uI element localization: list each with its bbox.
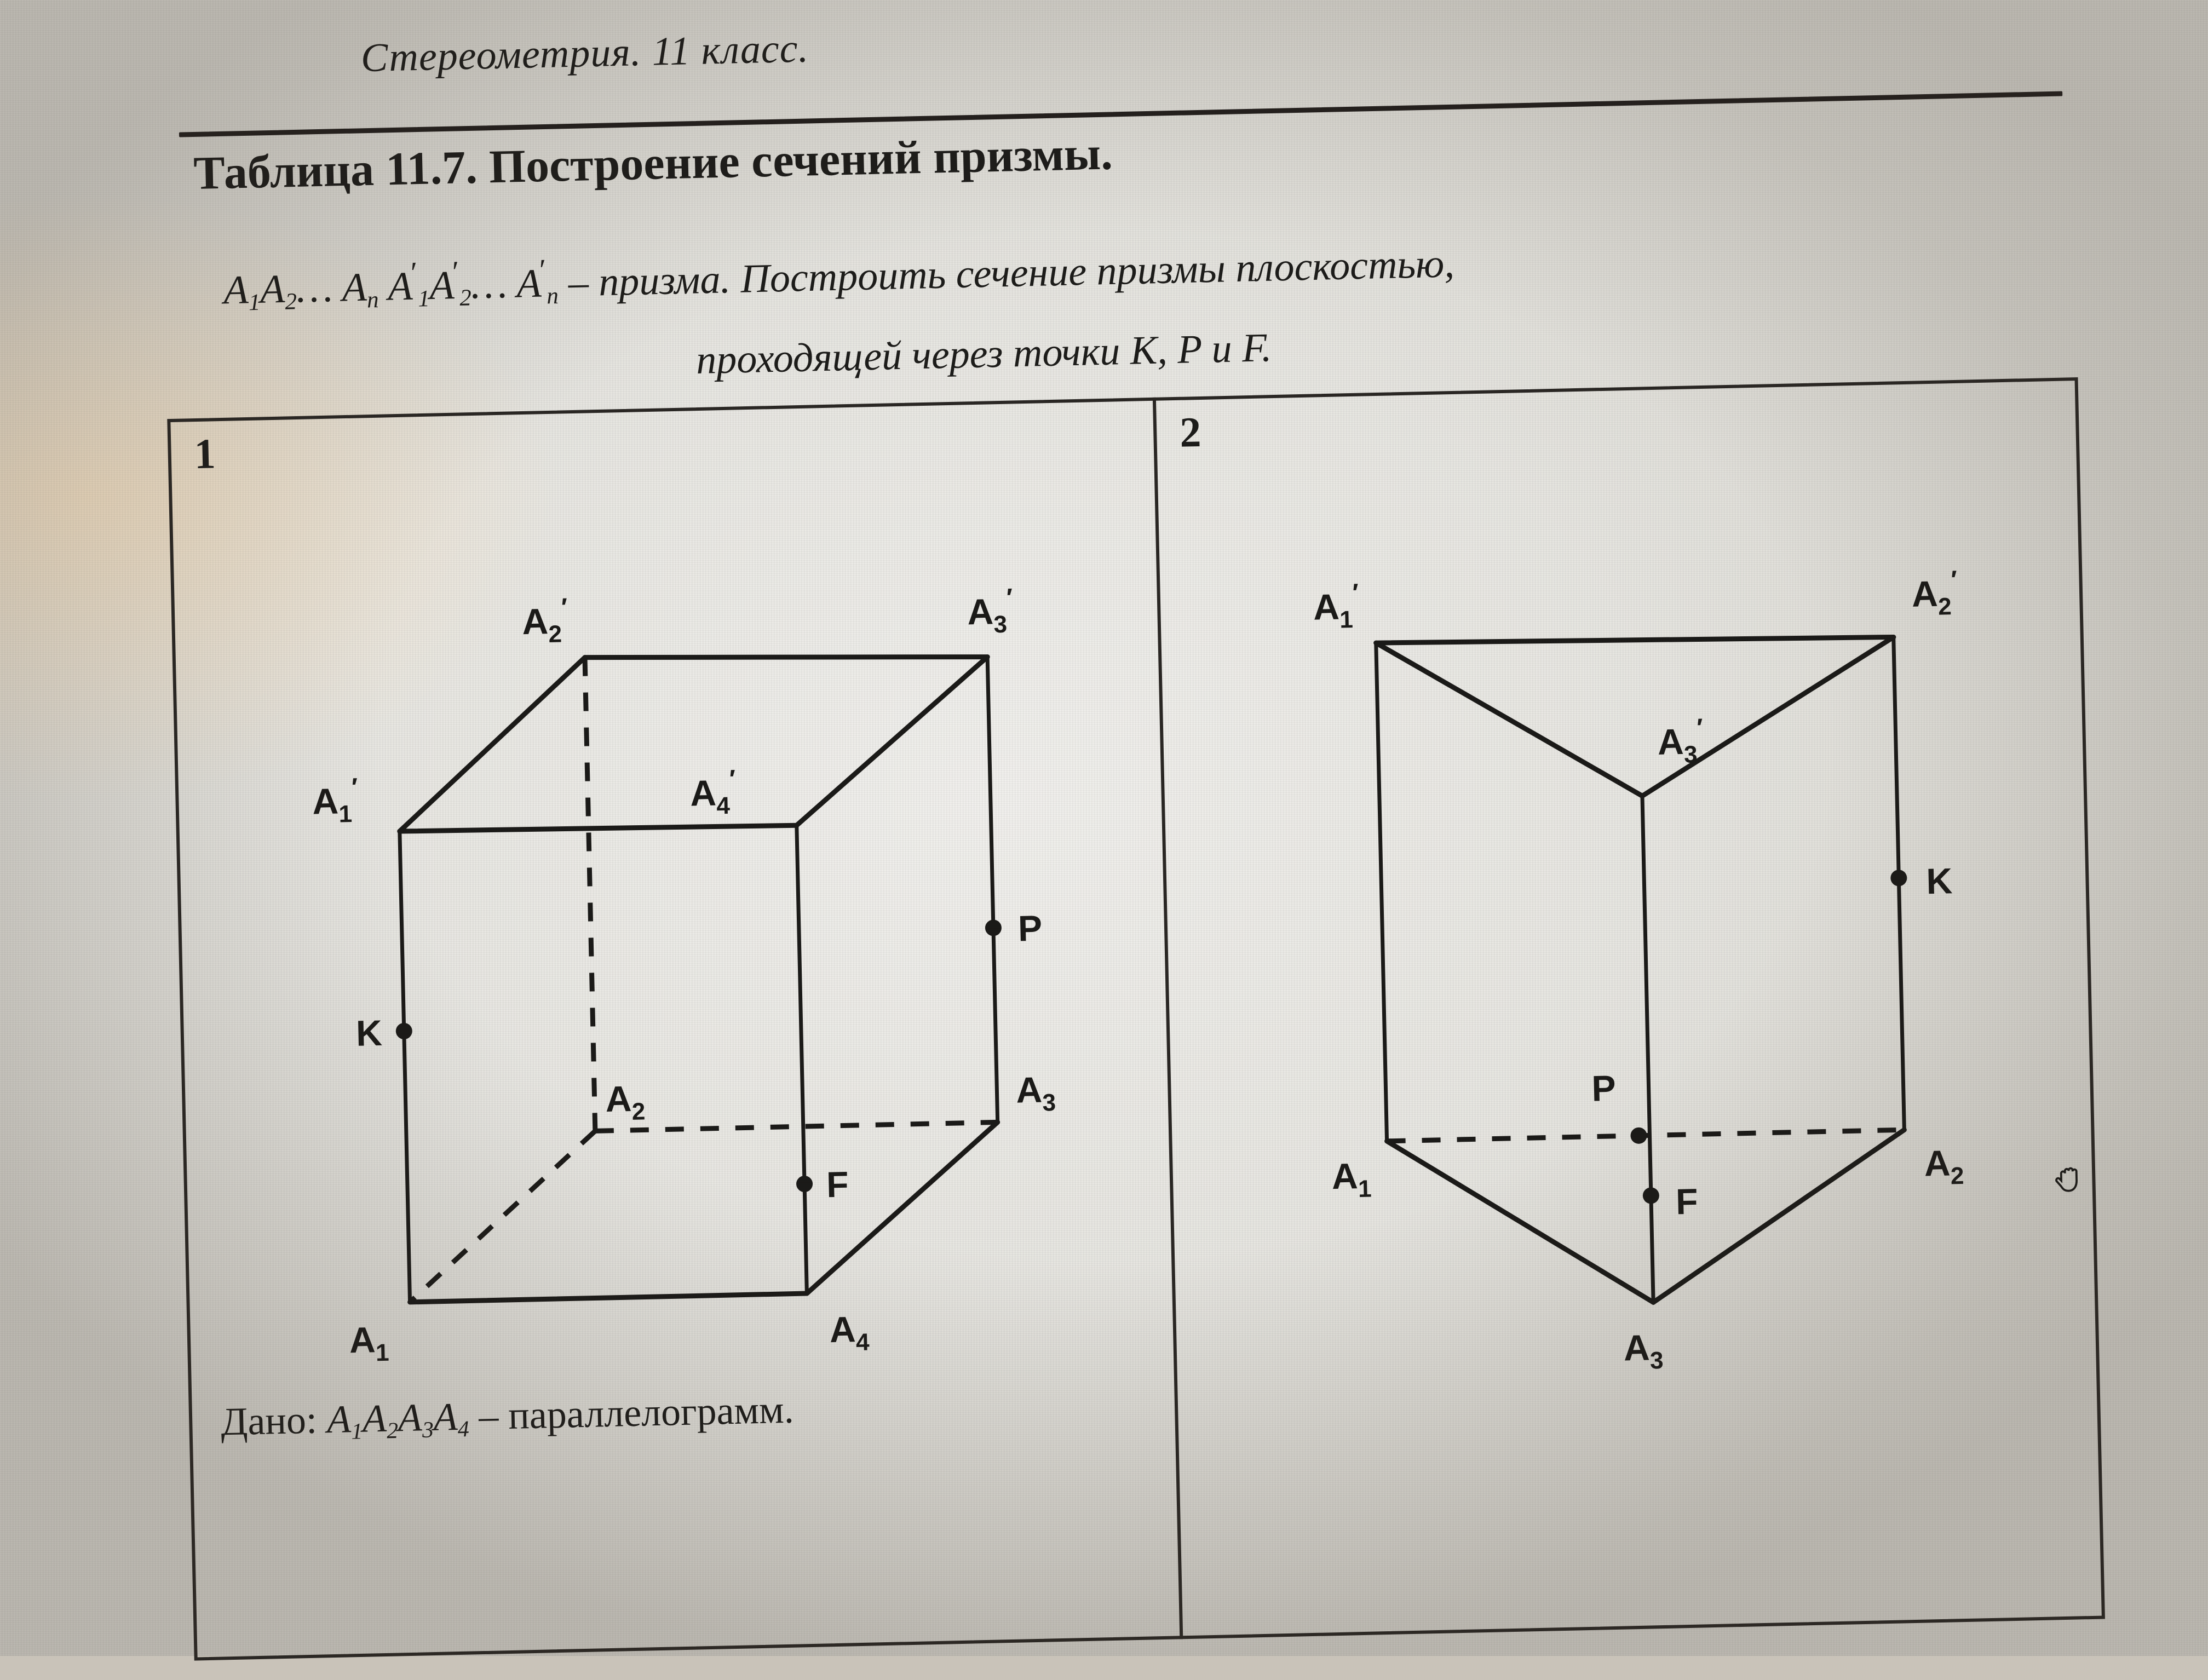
label-K: K (1926, 860, 1953, 901)
label-F: F (1675, 1181, 1698, 1222)
label-P: P (1017, 908, 1043, 949)
label-F: F (826, 1164, 849, 1205)
label-A1: A1 (1331, 1155, 1372, 1204)
label-K: K (355, 1012, 383, 1054)
label-A1-prime: A1′ (312, 773, 358, 829)
grab-hand-cursor[interactable] (2053, 1159, 2092, 1203)
label-A4: A4 (829, 1309, 870, 1357)
label-A2: A2 (605, 1078, 646, 1126)
label-A3: A3 (1016, 1069, 1056, 1117)
label-P: P (1591, 1068, 1617, 1109)
label-A3-prime: A3′ (967, 583, 1013, 639)
label-A1-prime: A1′ (1313, 578, 1359, 634)
label-A2-prime: A2′ (1911, 565, 1958, 621)
label-A2: A2 (1924, 1142, 1964, 1190)
figure-triangular-prism: A1′ A2′ A3′ K P A1 A2 F A3 (1313, 565, 1964, 1375)
label-A4-prime: A4′ (689, 764, 736, 820)
label-A3-prime: A3′ (1657, 713, 1704, 769)
figure-quadrilateral-prism: A2′ A3′ A1′ A4′ P K A2 A3 F A1 A4 (312, 583, 1056, 1367)
label-A3: A3 (1623, 1327, 1664, 1375)
label-A2-prime: A2′ (521, 592, 568, 648)
label-A1: A1 (349, 1319, 389, 1367)
